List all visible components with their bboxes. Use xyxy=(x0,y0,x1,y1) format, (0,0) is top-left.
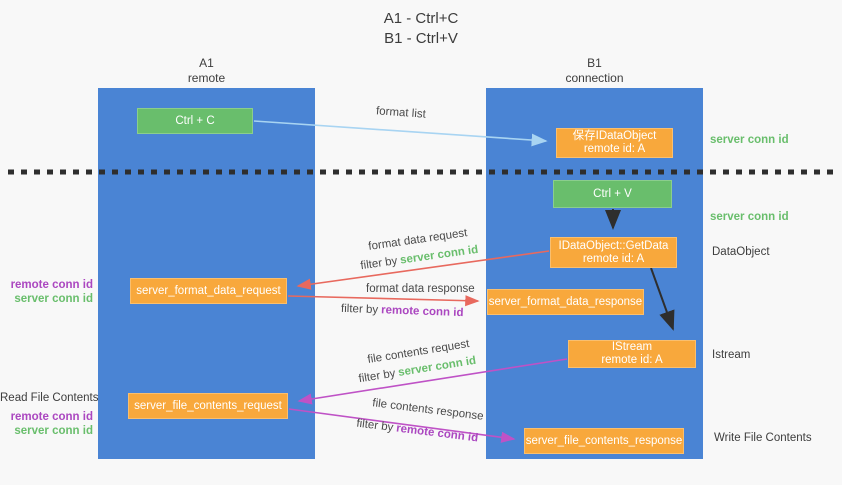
node-save-idataobject: 保存IDataObject remote id: A xyxy=(556,128,673,158)
remote-conn-id-left-1: remote conn id xyxy=(10,279,93,291)
title-line-a1: A1 - Ctrl+C xyxy=(383,10,459,27)
remote-conn-id-text: remote conn id xyxy=(395,422,479,445)
lane-header-b1: B1 connection xyxy=(486,56,703,86)
node-server-format-data-response: server_format_data_response xyxy=(487,289,644,315)
lane-a1-role: remote xyxy=(187,71,226,85)
server-conn-id-left-2: server conn id xyxy=(14,425,93,437)
node-istream: IStream remote id: A xyxy=(568,340,696,368)
ctrl-v-label: Ctrl + V xyxy=(593,187,632,200)
istream-title: IStream xyxy=(611,341,653,353)
node-ctrl-c: Ctrl + C xyxy=(137,108,253,134)
server-file-contents-response-label: server_file_contents_response xyxy=(525,434,683,447)
ctrl-c-label: Ctrl + C xyxy=(175,114,215,127)
read-file-contents-label: Read File Contents xyxy=(0,392,99,404)
remote-conn-id-text: remote conn id xyxy=(380,304,464,320)
filter-by-text: filter by xyxy=(340,302,379,317)
format-list-label: format list xyxy=(375,105,427,121)
lane-header-a1: A1 remote xyxy=(98,56,315,86)
save-idataobject-remote-id: remote id: A xyxy=(583,143,646,155)
node-ctrl-v: Ctrl + V xyxy=(553,180,672,208)
node-idataobject-getdata: IDataObject::GetData remote id: A xyxy=(550,237,677,268)
server-conn-id-text: server conn id xyxy=(399,243,479,267)
remote-conn-id-left-2: remote conn id xyxy=(10,411,93,423)
istream-remote-id: remote id: A xyxy=(601,354,663,366)
diagram-title: A1 - Ctrl+C B1 - Ctrl+V xyxy=(0,9,842,49)
server-format-data-response-label: server_format_data_response xyxy=(488,295,643,308)
server-conn-id-right-2: server conn id xyxy=(710,211,789,223)
format-data-response-arrow xyxy=(287,295,480,307)
filter-by-text: filter by xyxy=(359,255,399,273)
dataobject-label: DataObject xyxy=(712,246,770,258)
filter-by-text: filter by xyxy=(357,367,397,386)
node-server-format-data-request: server_format_data_request xyxy=(130,278,287,304)
save-idataobject-title: 保存IDataObject xyxy=(572,130,657,142)
title-line-b1: B1 - Ctrl+V xyxy=(384,30,458,47)
server-conn-id-left-1: server conn id xyxy=(14,293,93,305)
write-file-contents-label: Write File Contents xyxy=(714,432,812,444)
file-contents-response-label: file contents response xyxy=(371,397,485,423)
filter-by-text: filter by xyxy=(355,417,394,435)
getdata-title: IDataObject::GetData xyxy=(558,239,669,252)
lane-a1-name: A1 xyxy=(199,56,214,70)
format-data-response-label: format data response xyxy=(366,283,475,295)
server-format-data-request-label: server_format_data_request xyxy=(136,284,281,297)
node-server-file-contents-request: server_file_contents_request xyxy=(128,393,288,419)
getdata-remote-id: remote id: A xyxy=(582,252,645,265)
istream-side-label: Istream xyxy=(712,349,751,361)
lane-b1-role: connection xyxy=(565,71,624,85)
server-file-contents-request-label: server_file_contents_request xyxy=(134,399,282,412)
server-conn-id-right-1: server conn id xyxy=(710,134,789,146)
node-server-file-contents-response: server_file_contents_response xyxy=(524,428,684,454)
lane-b1-name: B1 xyxy=(587,56,602,70)
